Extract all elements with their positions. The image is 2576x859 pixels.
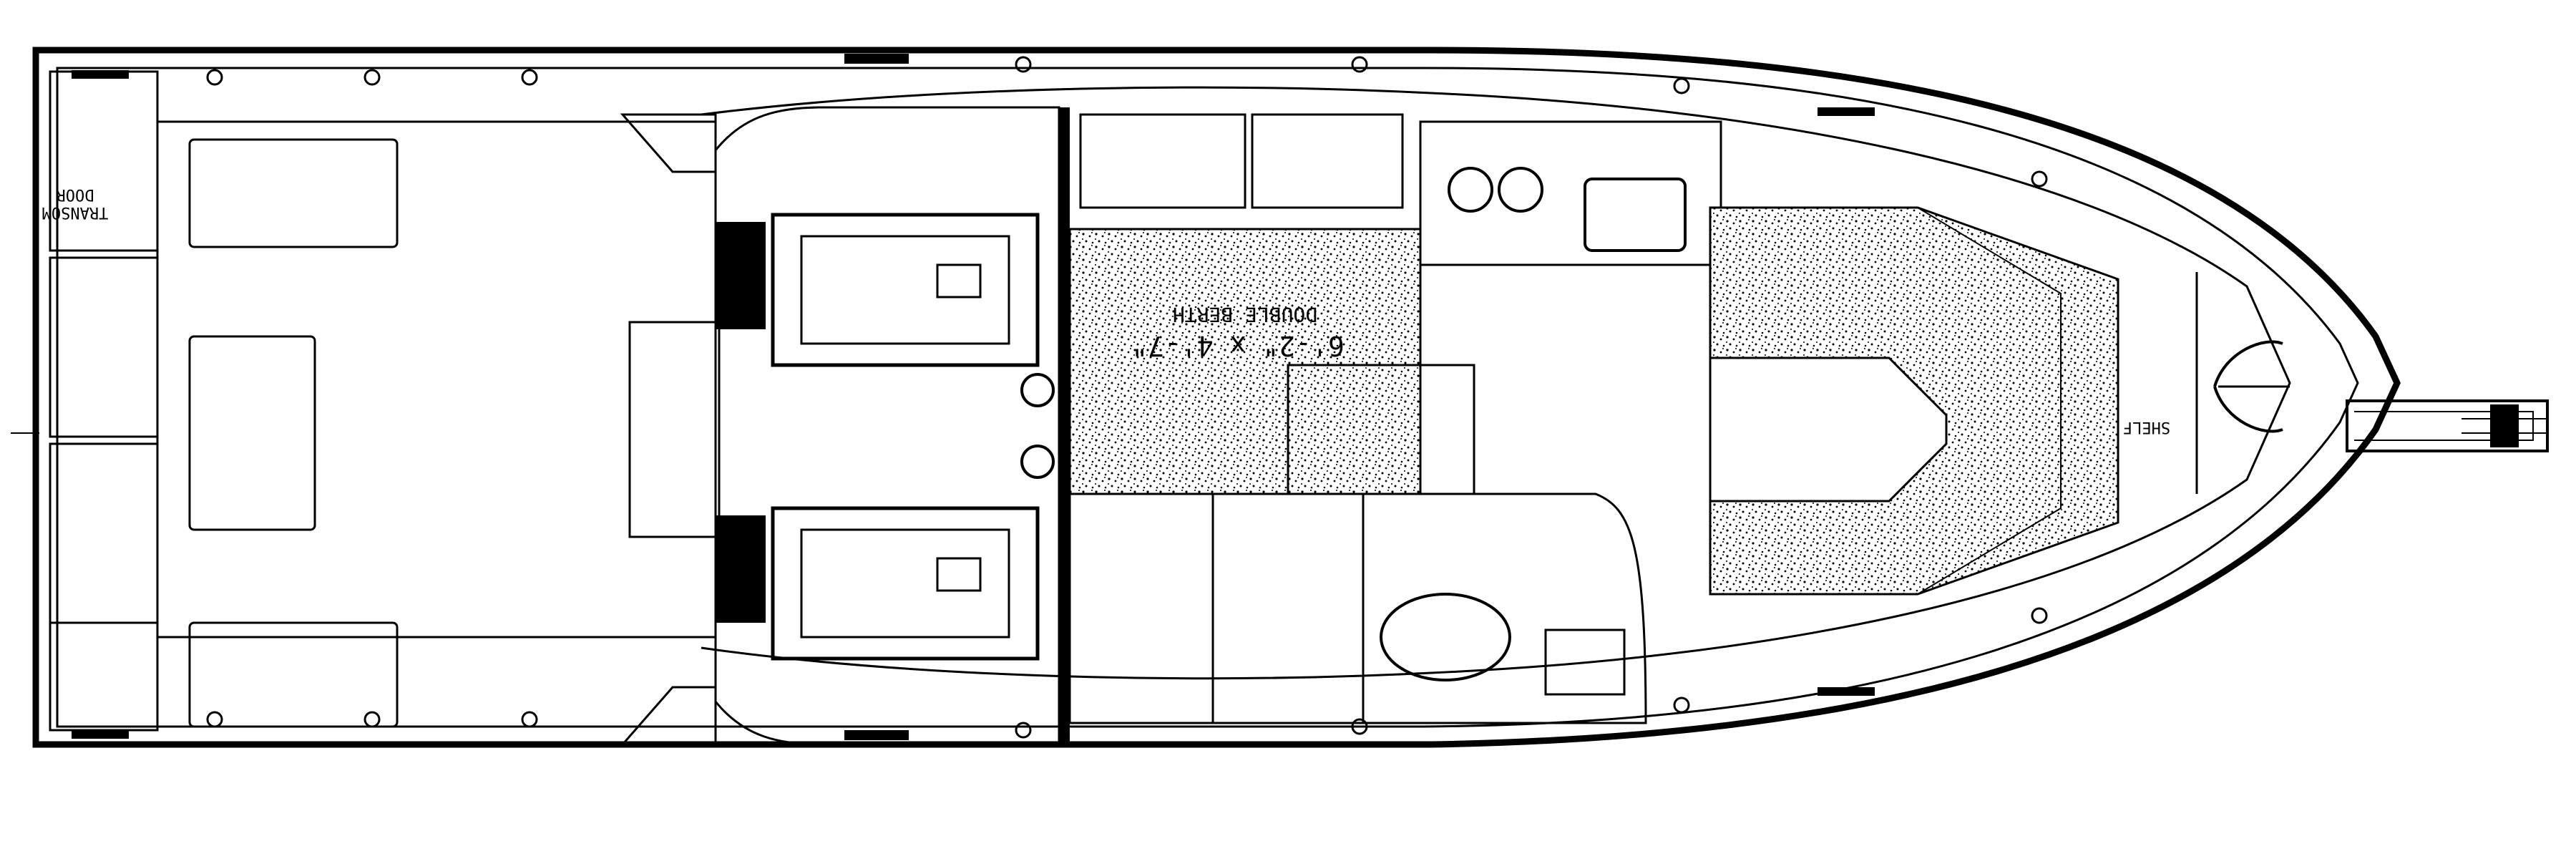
head-sink bbox=[1544, 629, 1626, 696]
hull-outer bbox=[32, 47, 2401, 748]
fitting-icon bbox=[1673, 77, 1690, 94]
engine-hatch-step bbox=[628, 321, 721, 538]
bulkhead-mid bbox=[1059, 107, 1070, 744]
transom-locker-top bbox=[49, 70, 159, 252]
port-coaming bbox=[620, 113, 717, 173]
cleat-icon bbox=[844, 54, 909, 64]
fitting-icon bbox=[206, 69, 223, 86]
fitting-icon bbox=[206, 711, 223, 728]
fitting-icon bbox=[1673, 697, 1690, 714]
galley-sink bbox=[1584, 178, 1687, 252]
hanging-locker-2 bbox=[1251, 113, 1404, 209]
fitting-icon bbox=[364, 69, 381, 86]
transom-door-label: TRANSOM DOOR bbox=[42, 185, 109, 221]
hatch-aft-top bbox=[188, 138, 399, 248]
berth-dimensions-label: 6'-2" x 4'-7" bbox=[1131, 330, 1344, 361]
fitting-icon bbox=[364, 711, 381, 728]
shelf-label: SHELF bbox=[2123, 418, 2170, 436]
bow-pulpit bbox=[2346, 399, 2549, 452]
transom-label-line-2: DOOR bbox=[56, 185, 94, 203]
stove-burner-1 bbox=[1448, 167, 1493, 213]
starboard-coaming bbox=[620, 686, 717, 746]
salon bbox=[1287, 120, 1722, 724]
fitting-icon bbox=[521, 69, 538, 86]
v-berth-inner-line bbox=[1917, 207, 2062, 595]
transom-label-line-1: TRANSOM bbox=[42, 203, 109, 221]
deck-inner-line bbox=[701, 86, 2291, 680]
deck-fittings bbox=[72, 54, 2048, 740]
dinette-table bbox=[1380, 593, 1511, 681]
cleat-icon bbox=[1818, 687, 1875, 696]
anchor-icon bbox=[2213, 340, 2290, 433]
transom-locker-mid bbox=[49, 256, 159, 438]
dinette-outline bbox=[1363, 492, 1647, 724]
fitting-icon bbox=[1015, 722, 1032, 739]
fitting-icon bbox=[1015, 56, 1032, 73]
hatch-aft-mid bbox=[188, 335, 316, 531]
engine-room bbox=[714, 106, 1060, 746]
cockpit-deck bbox=[156, 120, 717, 639]
stove-burner-2 bbox=[1498, 167, 1543, 213]
galley-counter bbox=[1419, 120, 1722, 266]
fitting-icon bbox=[1351, 56, 1368, 73]
cleat-icon bbox=[1818, 107, 1875, 116]
fitting-icon bbox=[1351, 718, 1368, 735]
fitting-icon bbox=[2031, 170, 2048, 188]
cabinet-mid bbox=[1211, 492, 1365, 724]
cabinet-aft bbox=[1068, 492, 1214, 724]
engine-starboard bbox=[716, 506, 1040, 661]
double-berth bbox=[1068, 228, 1422, 495]
v-berth-infill bbox=[1709, 356, 1948, 503]
cockpit bbox=[49, 70, 721, 746]
hatch-aft-low bbox=[188, 621, 399, 728]
berth-name-label: DOUBLE BERTH bbox=[1173, 303, 1317, 326]
hull-inner bbox=[56, 67, 2359, 728]
engine-port bbox=[716, 213, 1055, 479]
cleat-icon bbox=[72, 730, 129, 739]
hull bbox=[11, 47, 2401, 748]
cleat-icon bbox=[844, 730, 909, 740]
hanging-locker-1 bbox=[1079, 113, 1246, 209]
fitting-icon bbox=[2031, 607, 2048, 624]
mid-cabin: DOUBLE BERTH 6'-2" x 4'-7" bbox=[1059, 107, 1422, 744]
transom-locker-base bbox=[49, 621, 159, 732]
forward-cabin: SHELF bbox=[1709, 206, 2198, 596]
engine-room-outline bbox=[714, 106, 1060, 746]
fitting-icon bbox=[521, 711, 538, 728]
cleat-icon bbox=[72, 70, 129, 79]
transom-locker-low bbox=[49, 442, 159, 624]
